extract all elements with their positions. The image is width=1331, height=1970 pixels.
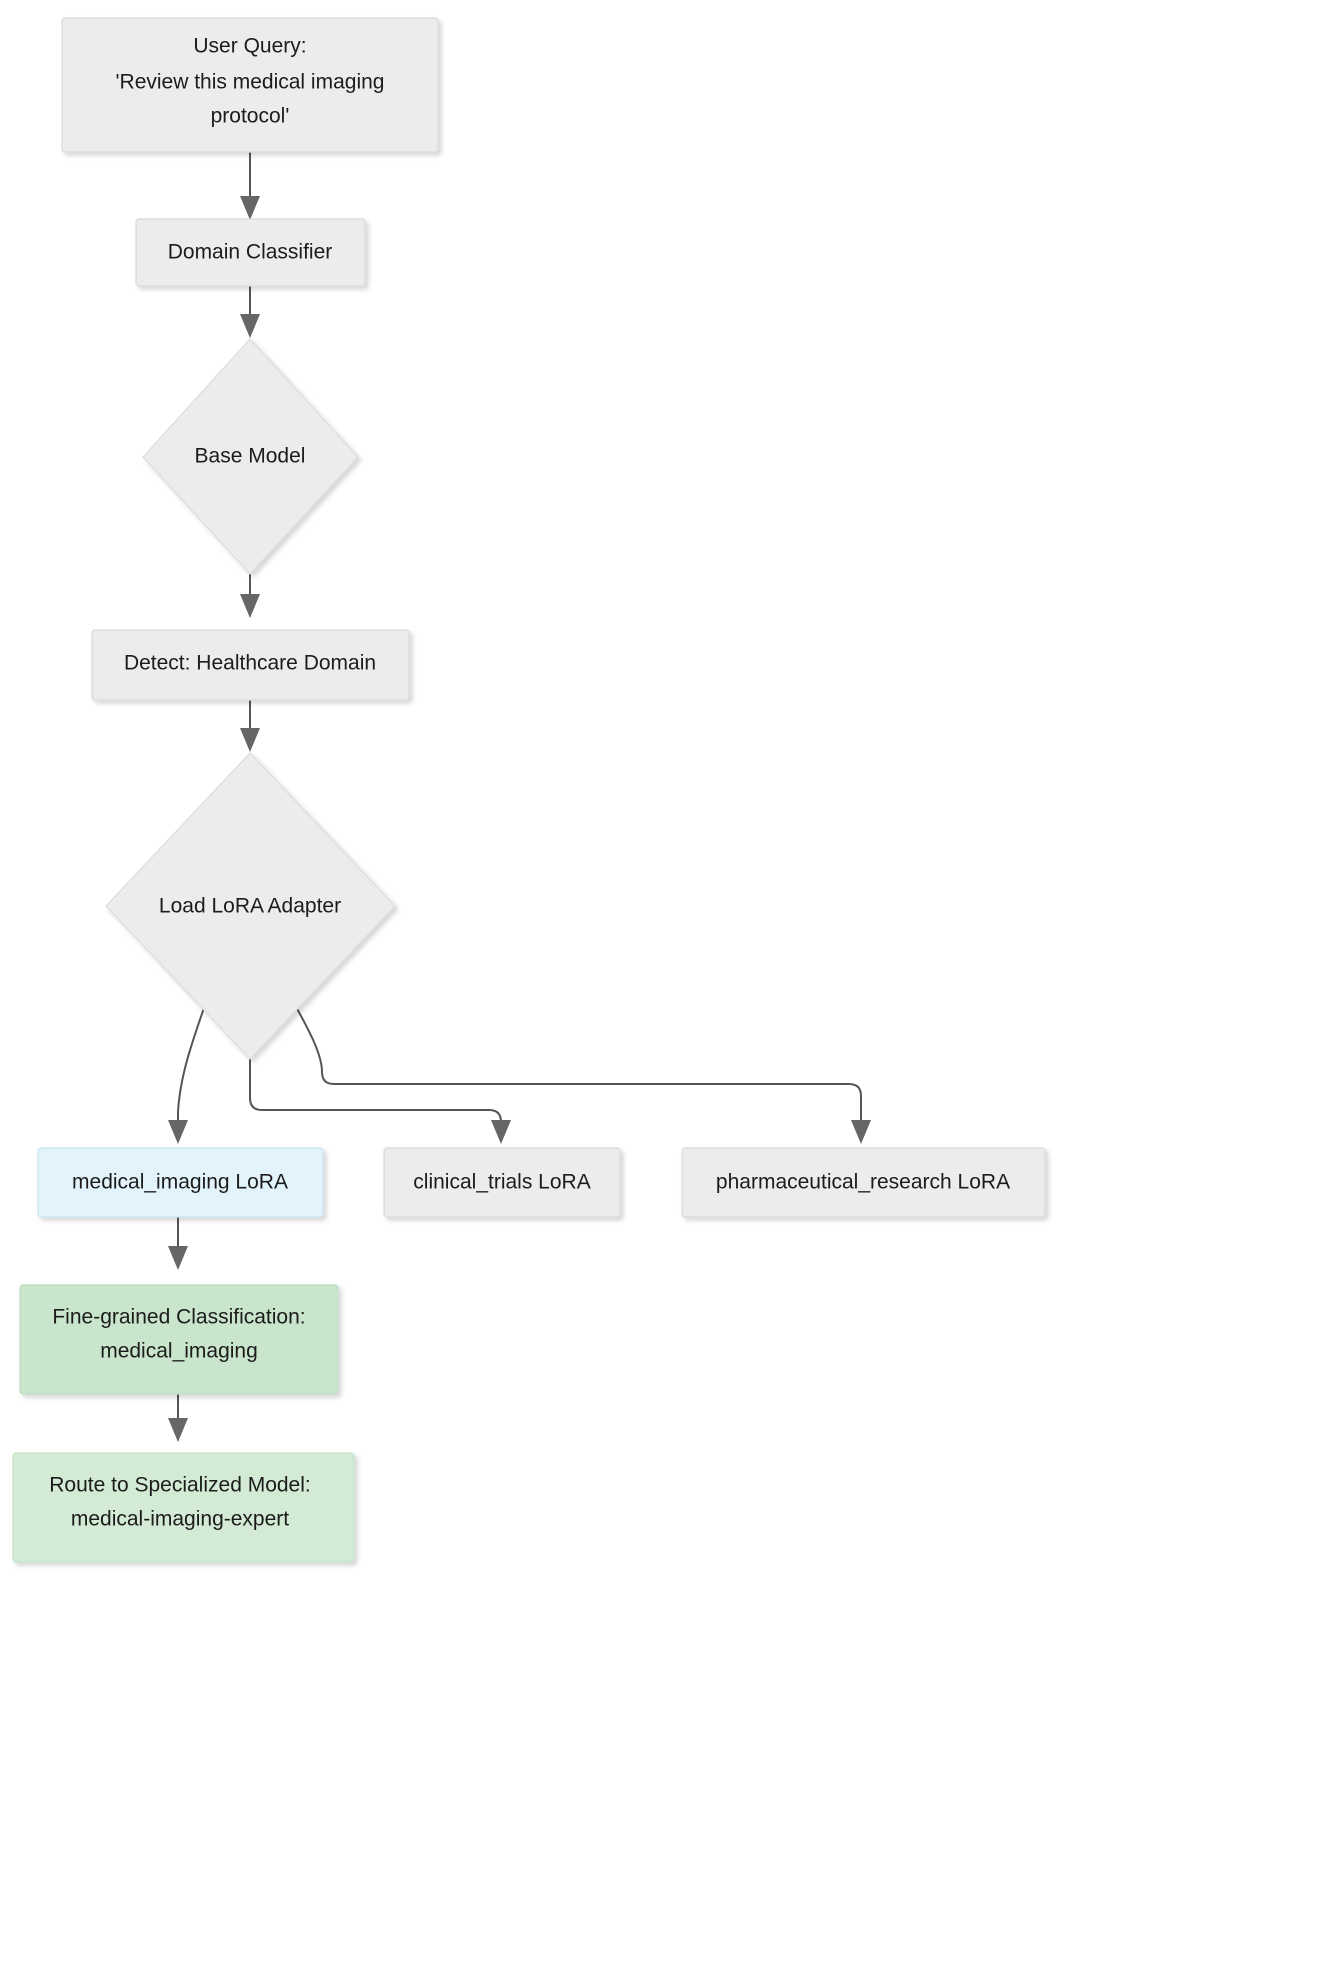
node-medical-imaging-lora-label: medical_imaging LoRA [72, 1171, 288, 1194]
edge-load-lora-to-clinical-trials [249, 1030, 511, 1144]
edge-domain-classifier-to-base-model [240, 286, 260, 338]
node-pharmaceutical-research-lora-shape[interactable] [681, 1147, 1046, 1218]
edge-load-lora-to-medical-imaging [168, 1004, 206, 1144]
edge-medical-imaging-to-fine-grained [168, 1217, 188, 1270]
node-load-lora-adapter-label: Load LoRA Adapter [159, 895, 341, 918]
node-fine-grained-classification-line-2: medical_imaging [100, 1340, 258, 1363]
edge-user-query-to-domain-classifier [240, 152, 260, 220]
edge-load-lora-to-pharmaceutical-research [294, 1004, 871, 1144]
node-route-to-specialized-model-line-1: Route to Specialized Model: [49, 1474, 311, 1497]
node-detect-healthcare-domain[interactable]: Detect: Healthcare Domain [91, 629, 410, 701]
node-domain-classifier-label: Domain Classifier [168, 241, 333, 264]
node-user-query-line-1: User Query: [193, 35, 306, 58]
node-route-to-specialized-model[interactable]: Route to Specialized Model: medical-imag… [12, 1452, 355, 1563]
node-base-model-label: Base Model [195, 445, 306, 468]
node-load-lora-adapter-shape[interactable] [105, 752, 396, 1060]
node-medical-imaging-lora-shape[interactable] [37, 1147, 324, 1218]
node-domain-classifier[interactable]: Domain Classifier [135, 218, 366, 287]
node-pharmaceutical-research-lora-label: pharmaceutical_research LoRA [716, 1171, 1010, 1194]
node-user-query[interactable]: User Query: 'Review this medical imaging… [61, 17, 439, 153]
node-detect-healthcare-domain-label: Detect: Healthcare Domain [124, 652, 376, 675]
node-fine-grained-classification-line-1: Fine-grained Classification: [52, 1306, 305, 1329]
node-user-query-line-2: 'Review this medical imaging [116, 71, 385, 94]
node-clinical-trials-lora[interactable]: clinical_trials LoRA [383, 1147, 621, 1218]
node-medical-imaging-lora[interactable]: medical_imaging LoRA [37, 1147, 324, 1218]
node-clinical-trials-lora-label: clinical_trials LoRA [413, 1171, 590, 1194]
node-user-query-shape[interactable] [61, 17, 439, 153]
node-base-model-shape[interactable] [142, 338, 359, 575]
node-route-to-specialized-model-shape[interactable] [12, 1452, 355, 1563]
edge-detect-healthcare-to-load-lora [240, 700, 260, 752]
edge-fine-grained-to-route-specialized [168, 1394, 188, 1442]
node-domain-classifier-shape[interactable] [135, 218, 366, 287]
node-load-lora-adapter[interactable]: Load LoRA Adapter [105, 752, 396, 1060]
edge-layer [168, 152, 871, 1442]
node-detect-healthcare-domain-shape[interactable] [91, 629, 410, 701]
node-route-to-specialized-model-line-2: medical-imaging-expert [71, 1508, 289, 1531]
node-fine-grained-classification-shape[interactable] [19, 1284, 339, 1395]
node-pharmaceutical-research-lora[interactable]: pharmaceutical_research LoRA [681, 1147, 1046, 1218]
node-clinical-trials-lora-shape[interactable] [383, 1147, 621, 1218]
node-layer: User Query: 'Review this medical imaging… [12, 17, 1046, 1563]
node-fine-grained-classification[interactable]: Fine-grained Classification: medical_ima… [19, 1284, 339, 1395]
node-user-query-line-3: protocol' [211, 105, 290, 128]
node-base-model[interactable]: Base Model [142, 338, 359, 575]
